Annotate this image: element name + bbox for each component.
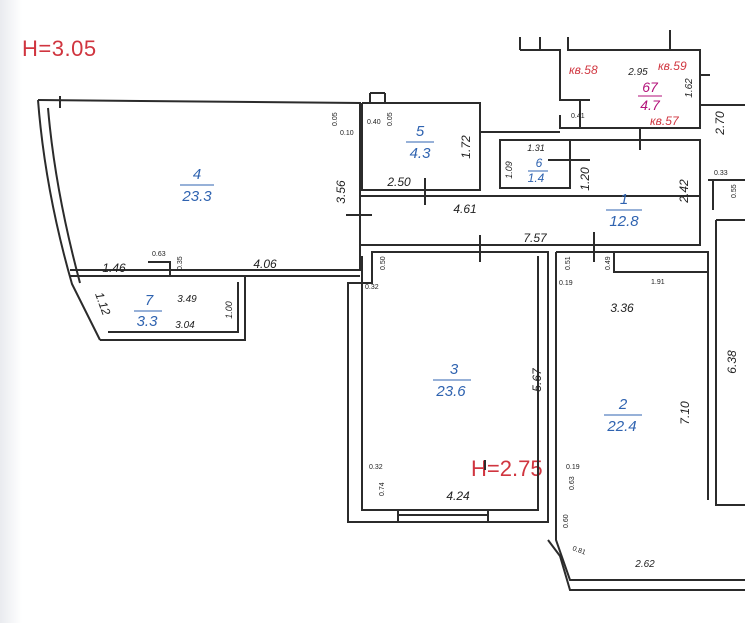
dim-1-72: 1.72 bbox=[459, 135, 473, 159]
dim-0-32a: 0.32 bbox=[365, 284, 379, 291]
dim-2-62: 2.62 bbox=[634, 559, 655, 570]
room-6-number: 6 bbox=[536, 156, 543, 170]
room-1-area: 12.8 bbox=[609, 213, 639, 230]
dim-0-35: 0.35 bbox=[177, 256, 184, 270]
label-kv57: кв.57 bbox=[650, 114, 680, 128]
room-7-area: 3.3 bbox=[137, 313, 159, 330]
dim-0-05a: 0.05 bbox=[332, 112, 339, 126]
room-7-number: 7 bbox=[145, 292, 154, 309]
dim-1-31: 1.31 bbox=[527, 143, 545, 153]
room-2-number: 2 bbox=[618, 396, 628, 413]
dim-0-05b: 0.05 bbox=[387, 112, 394, 126]
dim-2-42: 2.42 bbox=[677, 179, 691, 204]
room-4-area: 23.3 bbox=[181, 188, 212, 205]
room-3-number: 3 bbox=[450, 361, 459, 378]
dim-1-62: 1.62 bbox=[684, 78, 695, 98]
dim-7-10: 7.10 bbox=[678, 401, 692, 425]
walls bbox=[37, 30, 745, 591]
dim-1-12: 1.12 bbox=[92, 290, 113, 317]
dim-0-49: 0.49 bbox=[605, 256, 612, 270]
dim-1-20: 1.20 bbox=[578, 167, 592, 191]
dim-0-10: 0.10 bbox=[340, 130, 354, 137]
room-5-number: 5 bbox=[416, 123, 425, 140]
dim-2-95: 2.95 bbox=[627, 67, 648, 78]
room-67-area: 4.7 bbox=[640, 97, 661, 113]
dim-3-36: 3.36 bbox=[610, 301, 634, 315]
scan-edge-shadow bbox=[0, 0, 22, 623]
dim-5-67: 5.67 bbox=[530, 367, 544, 392]
dim-0-60: 0.60 bbox=[563, 514, 570, 528]
label-kv58: кв.58 bbox=[569, 63, 598, 77]
dim-0-55: 0.55 bbox=[731, 184, 738, 198]
room-5-area: 4.3 bbox=[410, 145, 432, 162]
dim-1-91: 1.91 bbox=[651, 279, 665, 286]
dim-1-00: 1.00 bbox=[224, 301, 234, 319]
dim-0-51: 0.51 bbox=[565, 256, 572, 270]
dim-0-63a: 0.63 bbox=[152, 251, 166, 258]
dim-0-19b: 0.19 bbox=[566, 464, 580, 471]
label-kv59: кв.59 bbox=[658, 59, 687, 73]
room-2-area: 22.4 bbox=[606, 418, 636, 435]
dim-3-49: 3.49 bbox=[177, 294, 197, 305]
room-3-area: 23.6 bbox=[435, 383, 466, 400]
room-4-number: 4 bbox=[193, 166, 201, 183]
dim-3-04: 3.04 bbox=[175, 320, 195, 331]
room-labels: 4 23.3 5 4.3 6 1.4 1 12.8 7 3.3 3 23.6 2… bbox=[134, 79, 662, 435]
room-1-number: 1 bbox=[620, 191, 628, 208]
dim-0-50: 0.50 bbox=[380, 256, 387, 270]
dim-0-81: 0.81 bbox=[571, 545, 586, 556]
dim-7-57: 7.57 bbox=[523, 231, 548, 245]
dim-0-32b: 0.32 bbox=[369, 464, 383, 471]
ceiling-height-rooms: H=2.75 bbox=[471, 456, 543, 481]
dim-2-50: 2.50 bbox=[386, 175, 411, 189]
dim-4-24: 4.24 bbox=[446, 489, 470, 503]
dim-0-41: 0.41 bbox=[571, 113, 585, 120]
ceiling-height-main: H=3.05 bbox=[22, 36, 97, 61]
room-6-area: 1.4 bbox=[528, 171, 545, 185]
dim-6-38: 6.38 bbox=[725, 350, 739, 374]
apartment-labels: кв.58 кв.59 кв.57 bbox=[569, 59, 687, 128]
dim-0-40: 0.40 bbox=[367, 119, 381, 126]
dim-4-61: 4.61 bbox=[453, 202, 476, 216]
dim-0-74: 0.74 bbox=[379, 482, 386, 496]
room-67-number: 67 bbox=[642, 79, 659, 95]
dim-1-46: 1.46 bbox=[102, 261, 126, 275]
dim-1-09: 1.09 bbox=[504, 161, 514, 179]
dim-3-56: 3.56 bbox=[334, 180, 348, 204]
dim-0-33: 0.33 bbox=[714, 170, 728, 177]
dim-0-19a: 0.19 bbox=[559, 280, 573, 287]
dim-4-06: 4.06 bbox=[253, 257, 277, 271]
dim-2-70: 2.70 bbox=[713, 111, 727, 136]
dim-0-63b: 0.63 bbox=[569, 476, 576, 490]
dimensions: 3.56 1.72 2.50 4.61 1.31 1.09 1.20 2.42 … bbox=[92, 67, 739, 570]
